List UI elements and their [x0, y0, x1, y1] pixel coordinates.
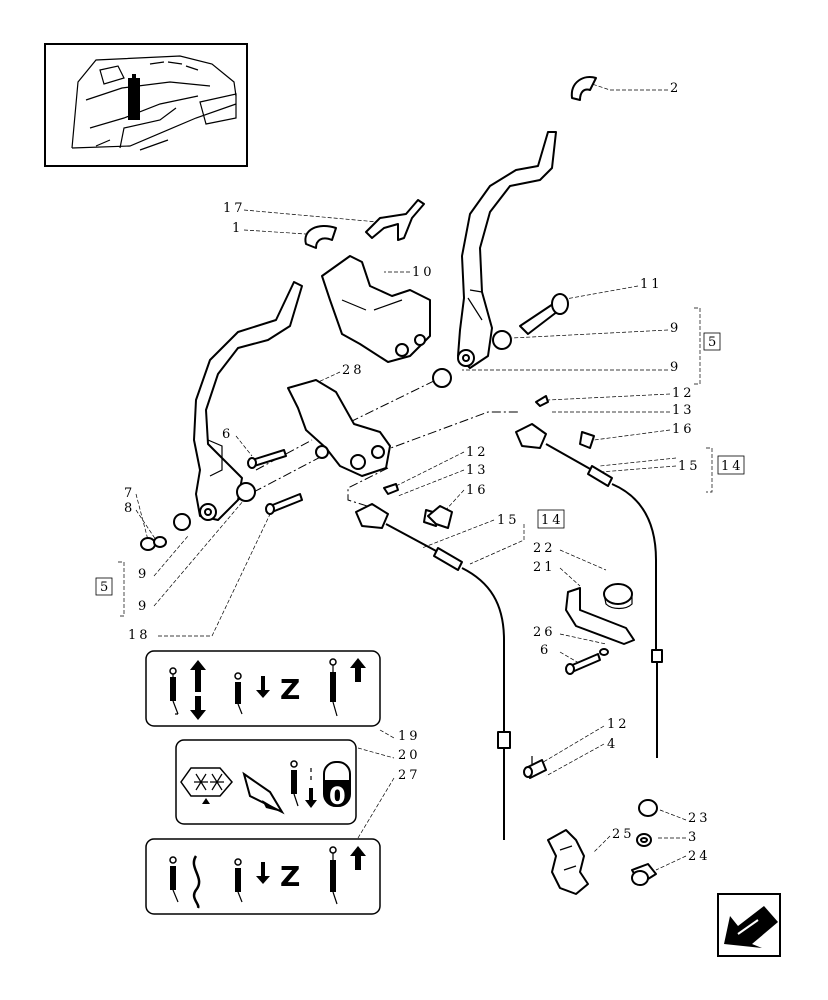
decal-20-lever-lower-icon: [290, 760, 317, 808]
callout-12: 12: [607, 717, 630, 732]
clip-17: [365, 199, 425, 241]
bolt-18: [265, 493, 303, 515]
decal-20-neutral-icon: 0: [323, 761, 351, 810]
callout-22: 22: [533, 541, 556, 556]
cable-15-left: [461, 567, 505, 732]
lever-knob-1: [304, 225, 337, 249]
callout-9: 9: [138, 567, 149, 582]
bush-23: [638, 799, 658, 817]
callout-21: 21: [533, 560, 556, 575]
callout-14-boxed: 14: [721, 459, 744, 474]
lever-knob-2: [570, 76, 597, 101]
callout-5-boxed: 5: [708, 335, 719, 350]
decal-20-flow-icon: [180, 767, 233, 804]
previous-page-button[interactable]: [717, 893, 781, 957]
callout-20: 20: [398, 748, 421, 763]
decal-19-lever-up-down-icon: [169, 660, 206, 720]
decal-20-hydraulic-icon: [242, 771, 285, 815]
cable-rod-right: [545, 443, 593, 471]
cable-clevis-right: [515, 395, 595, 449]
callout-16: 16: [466, 483, 489, 498]
plug-22: [603, 583, 633, 610]
callout-25: 25: [612, 827, 635, 842]
bolt-6: [247, 449, 287, 469]
bushing-9: [173, 330, 512, 531]
callout-24: 24: [688, 849, 711, 864]
callout-7: 7: [124, 486, 135, 501]
tractor-cab-locator-icon: [71, 55, 237, 151]
left-lever: [193, 281, 303, 521]
washer-3: [636, 833, 652, 847]
callout-2: 2: [670, 81, 681, 96]
callout-17: 17: [223, 201, 246, 216]
callout-26: 26: [533, 625, 556, 640]
decal-19-lever-raise-icon: [329, 658, 366, 717]
callout-11: 11: [640, 277, 663, 292]
decal-19: Z: [145, 650, 381, 727]
screw-6-washer-26: [565, 648, 609, 675]
cable-rod-left: [385, 523, 439, 553]
decal-20-neutral-label: 0: [329, 782, 346, 810]
locator-thumbnail: [44, 43, 248, 167]
callout-9: 9: [670, 321, 681, 336]
callout-15: 15: [678, 459, 701, 474]
callout-16: 16: [672, 422, 695, 437]
support-bracket-10: [321, 255, 431, 363]
pivot-pin-11: [519, 293, 569, 335]
circlip-7-washer-8: [140, 536, 167, 551]
callout-9: 9: [670, 360, 681, 375]
callout-5-boxed: 5: [100, 580, 111, 595]
cable-sleeve-right: [587, 465, 613, 487]
sleeve-24: [631, 863, 657, 886]
previous-page-arrow-icon: [724, 906, 778, 948]
callout-8: 8: [124, 501, 135, 516]
callout-13: 13: [466, 463, 489, 478]
cable-bracket-21: [565, 587, 635, 645]
callout-3: 3: [688, 830, 699, 845]
callout-12: 12: [672, 386, 695, 401]
callout-6: 6: [540, 643, 551, 658]
cable-ferrule-left: [497, 731, 511, 749]
callout-labels: 2 17 1 10 11 9 9 5 28 12 13 16 15 14 6 1…: [95, 81, 745, 864]
decal-27-lever-lock-icon: Z: [234, 858, 300, 903]
callout-12: 12: [466, 445, 489, 460]
decal-19-lever-float-icon: Z: [234, 672, 300, 715]
callout-13: 13: [672, 403, 695, 418]
decal-27-z-label: Z: [280, 860, 300, 893]
decal-27-lever-float-icon: [169, 855, 201, 909]
right-lever: [457, 131, 557, 369]
callout-19: 19: [398, 729, 421, 744]
leader-lines: [118, 83, 713, 871]
spring-clip-25: [547, 829, 589, 895]
callout-28: 28: [342, 363, 365, 378]
callout-10: 10: [412, 265, 435, 280]
callout-18: 18: [128, 628, 151, 643]
callout-9: 9: [138, 599, 149, 614]
cable-clevis-left: [355, 483, 441, 529]
callout-14-boxed: 14: [541, 513, 564, 528]
callout-27: 27: [398, 768, 421, 783]
callout-6: 6: [222, 427, 233, 442]
decal-27: Z: [145, 838, 381, 915]
retaining-clip-16: [427, 505, 453, 529]
cable-15-right: [611, 483, 657, 650]
clevis-pin-4: [523, 756, 547, 779]
decal-19-z-label: Z: [280, 673, 300, 706]
decal-27-lever-raise-icon: [329, 846, 366, 905]
callout-4: 4: [607, 737, 618, 752]
callout-23: 23: [688, 811, 711, 826]
decal-20: 0: [175, 739, 357, 825]
callout-1: 1: [232, 221, 243, 236]
cable-sleeve-left: [433, 547, 463, 571]
lever-support-28: [287, 379, 391, 477]
cable-ferrule-right: [651, 649, 663, 663]
callout-15: 15: [497, 513, 520, 528]
